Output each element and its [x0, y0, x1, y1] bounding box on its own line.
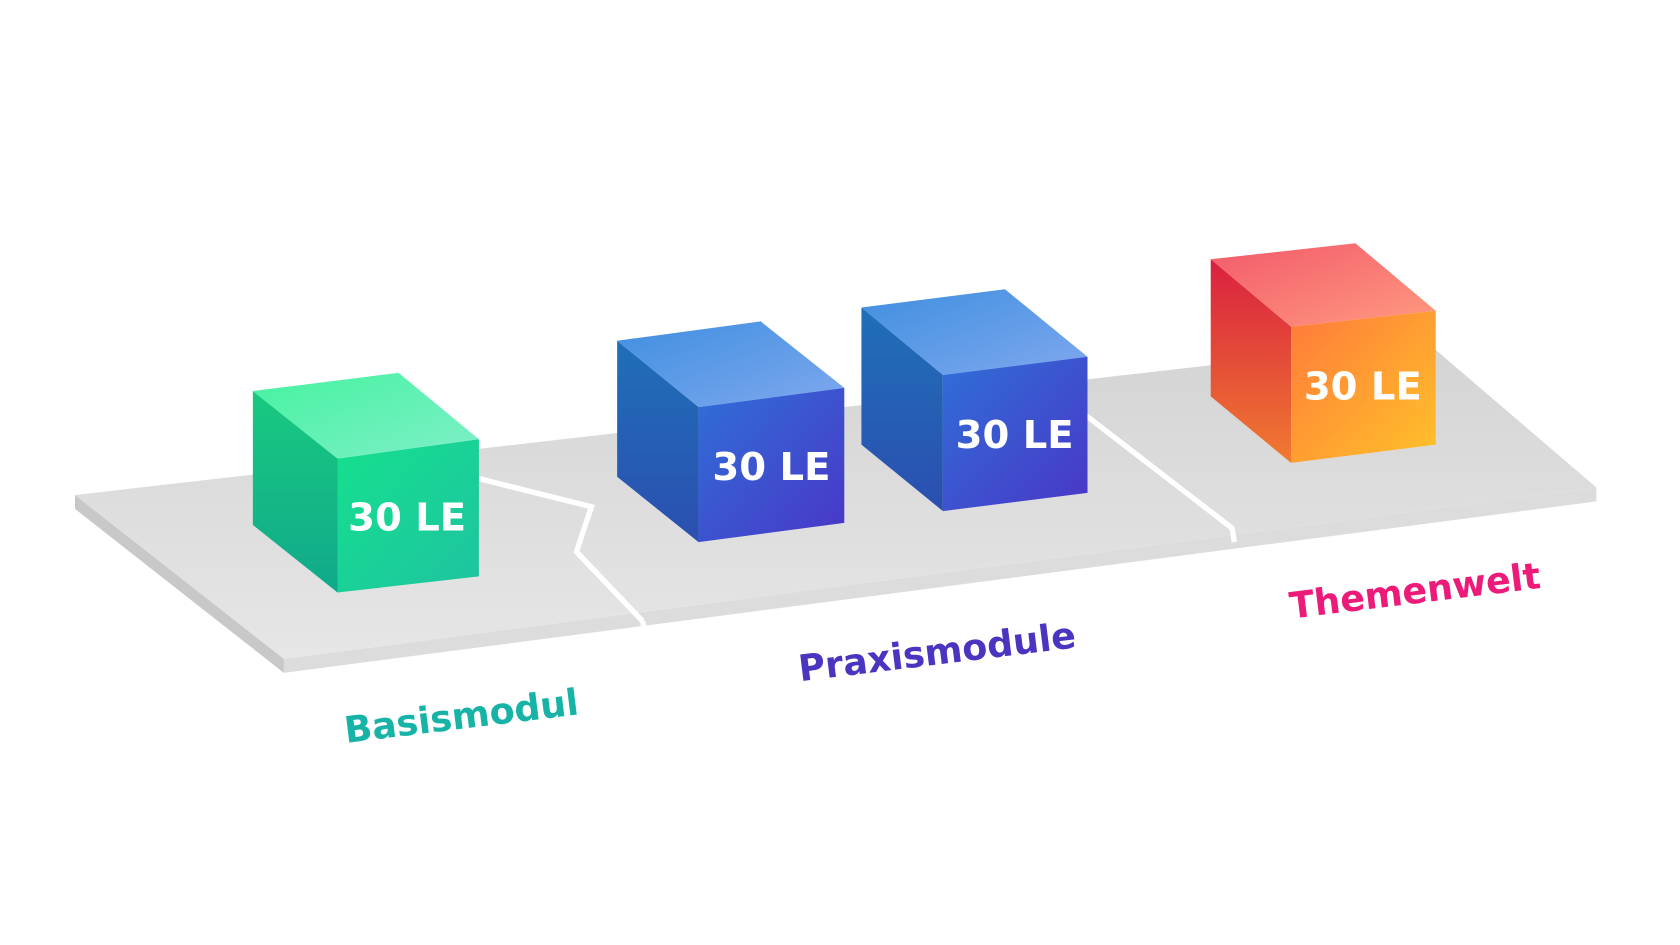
divider-praxis-themen — [1080, 410, 1237, 543]
cube-label: 30 LE — [712, 445, 830, 490]
cube-praxismodul-2: 30 LE — [861, 289, 1088, 512]
label-basismodul: Basismodul — [342, 680, 581, 751]
cube-basismodul: 30 LE — [252, 372, 479, 593]
divider-basis-praxis — [470, 474, 645, 624]
cube-praxismodul-1: 30 LE — [617, 321, 845, 543]
label-praxismodule: Praxismodule — [796, 614, 1078, 691]
label-themenwelt: Themenwelt — [1287, 554, 1543, 627]
cube-themenwelt: 30 LE — [1210, 243, 1436, 463]
cube-label: 30 LE — [1304, 365, 1422, 410]
cube-label: 30 LE — [348, 495, 466, 540]
cube-label: 30 LE — [956, 413, 1074, 458]
